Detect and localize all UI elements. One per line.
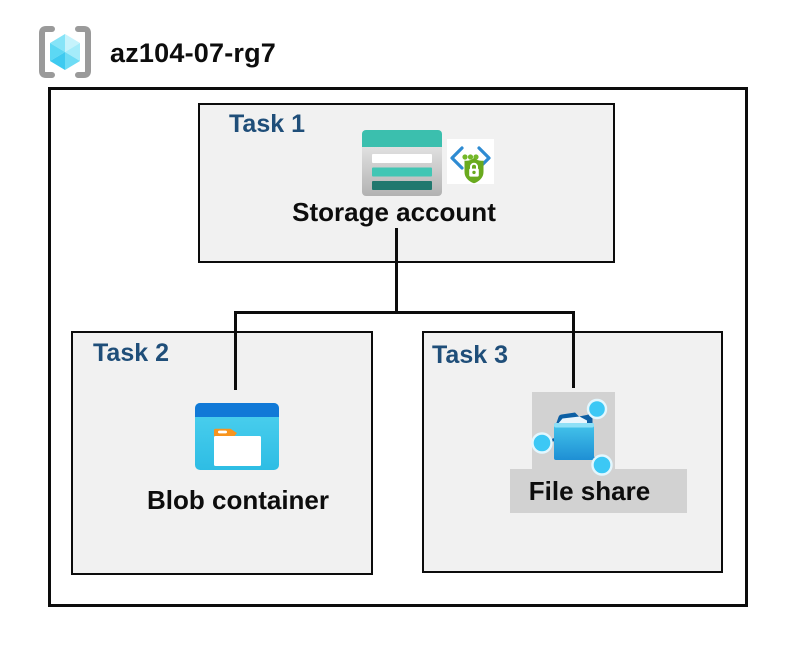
- resource-group-icon: [39, 26, 91, 78]
- task1-box: Task 1: [198, 103, 615, 263]
- task3-label: Task 3: [432, 341, 508, 369]
- blob-container-icon: [195, 403, 279, 470]
- task2-label: Task 2: [93, 339, 169, 367]
- storage-account-icon: [362, 130, 442, 196]
- connector-to-fileshare: [572, 311, 575, 388]
- resource-group-name: az104-07-rg7: [110, 38, 276, 68]
- file-share-label: File share: [528, 475, 651, 506]
- storage-account-label: Storage account: [292, 197, 496, 227]
- task3-box: File share Task 3: [422, 331, 723, 573]
- blob-container-label: Blob container: [146, 485, 330, 515]
- connector-storage-down: [395, 228, 398, 313]
- file-share-label-background: File share: [510, 469, 687, 513]
- file-share-icon: [531, 392, 615, 476]
- connector-horizontal: [234, 311, 575, 314]
- task1-label: Task 1: [229, 110, 305, 138]
- sas-security-icon: [447, 139, 494, 184]
- task2-box: Task 2 Blob container: [71, 331, 373, 575]
- connector-to-blob: [234, 311, 237, 390]
